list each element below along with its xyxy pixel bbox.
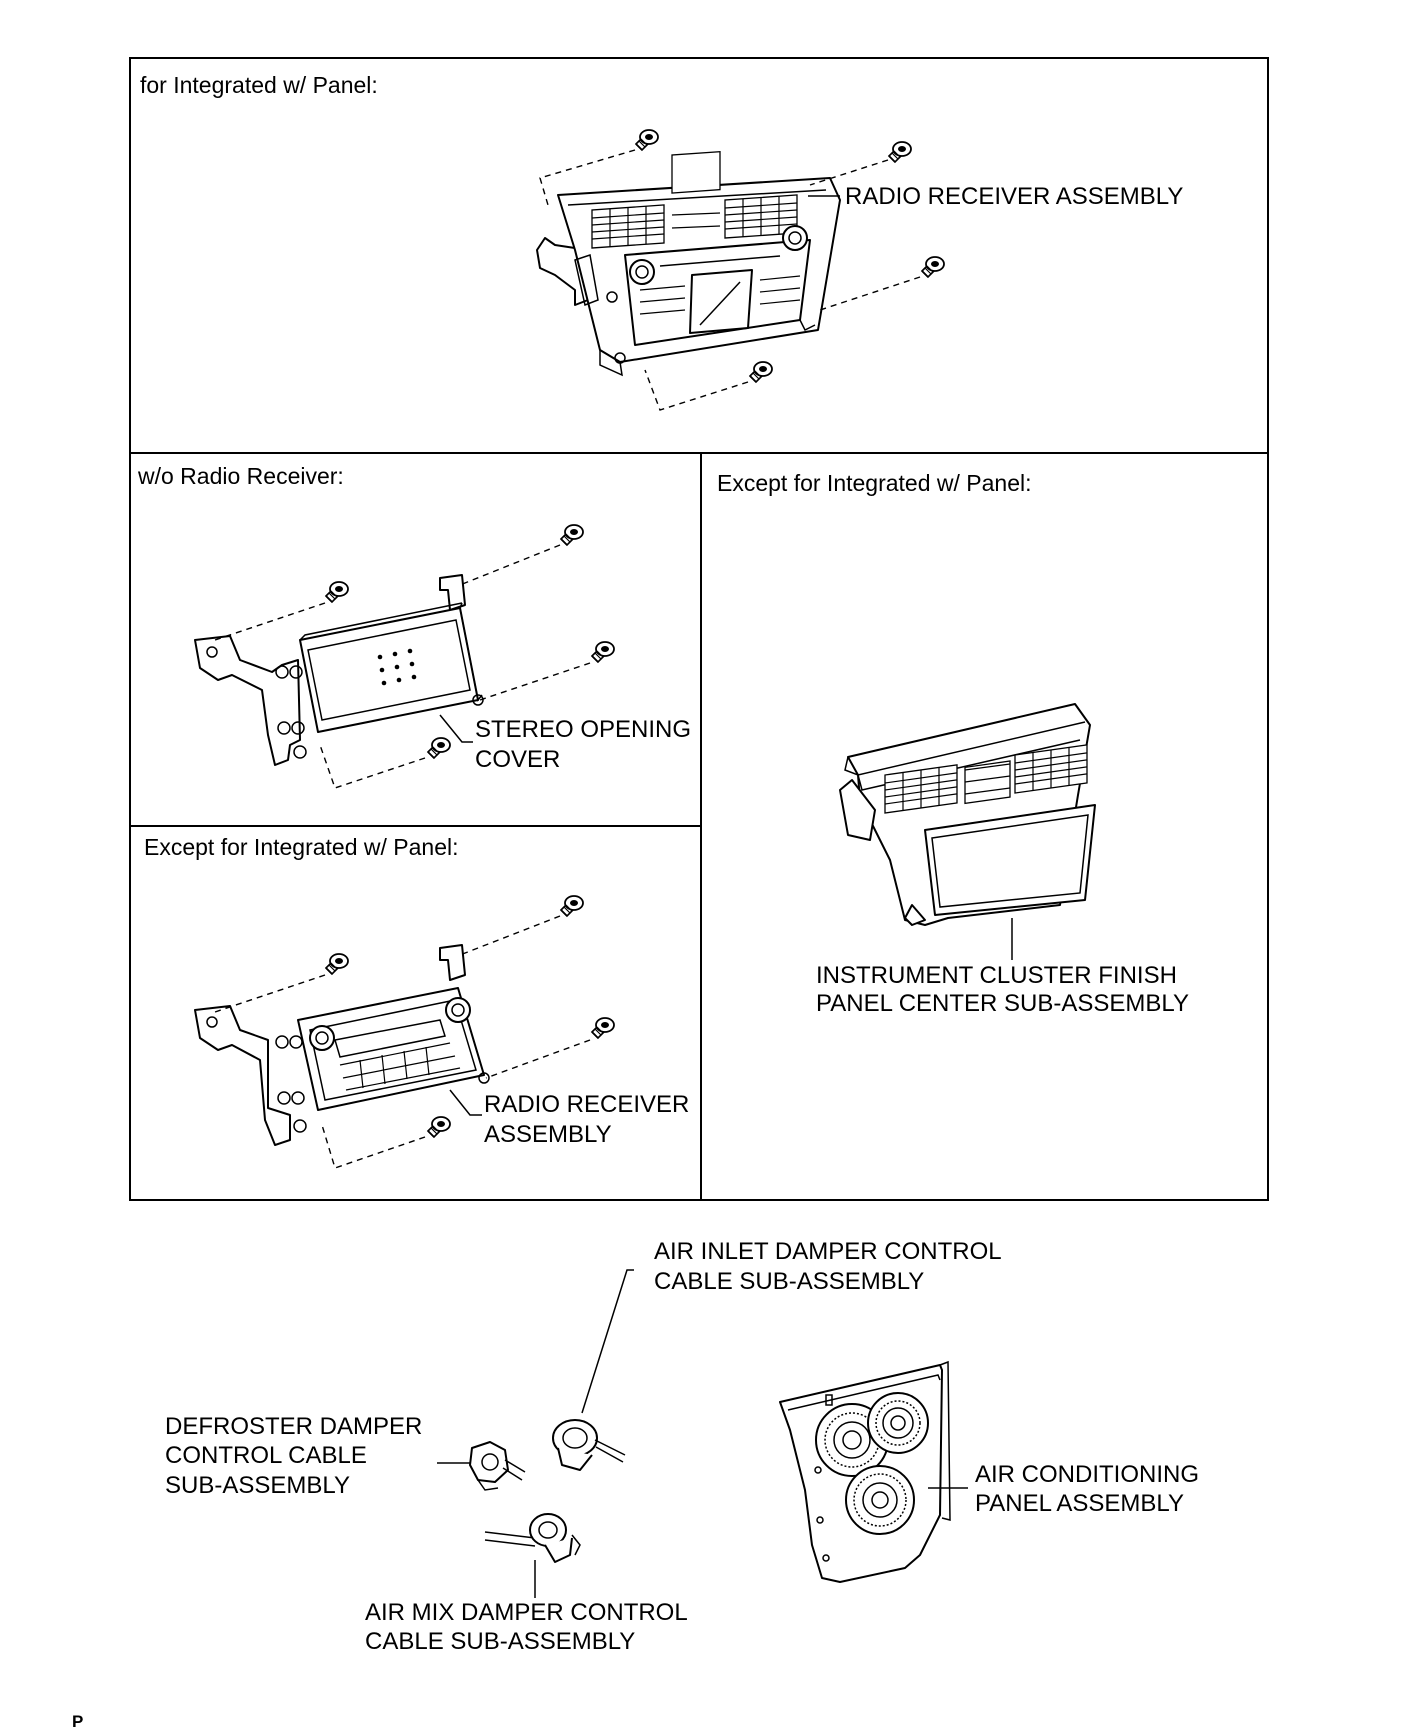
air-inlet-damper-cable: [552, 1419, 626, 1471]
radio-receiver-leader: [449, 1089, 482, 1116]
defroster-label-line1: DEFROSTER DAMPER: [165, 1413, 422, 1440]
defroster-damper-cable: [469, 1441, 526, 1491]
stereo-opening-cover: [194, 524, 615, 789]
top-callout-label: RADIO RECEIVER ASSEMBLY: [845, 183, 1183, 210]
air-mix-label-line2: CABLE SUB-ASSEMBLY: [365, 1628, 635, 1655]
top-panel-header: for Integrated w/ Panel:: [140, 72, 378, 98]
finish-panel-label-line1: INSTRUMENT CLUSTER FINISH: [816, 962, 1177, 989]
radio-receiver-label-line1: RADIO RECEIVER: [484, 1091, 689, 1118]
air-conditioning-panel: [779, 1360, 951, 1583]
radio-receiver-assembly: [194, 895, 615, 1169]
stereo-cover-label-line1: STEREO OPENING: [475, 716, 691, 743]
integrated-radio-receiver-assembly: [536, 129, 945, 411]
page-footer-mark: P: [72, 1712, 83, 1731]
air-inlet-label-line2: CABLE SUB-ASSEMBLY: [654, 1268, 924, 1295]
instrument-cluster-finish-panel: [839, 703, 1096, 926]
wo-radio-panel-header: w/o Radio Receiver:: [137, 463, 344, 489]
defroster-label-line3: SUB-ASSEMBLY: [165, 1472, 350, 1499]
air-mix-damper-cable: [484, 1513, 581, 1563]
radio-receiver-label-line2: ASSEMBLY: [484, 1121, 612, 1148]
air-mix-label-line1: AIR MIX DAMPER CONTROL: [365, 1599, 688, 1626]
except-right-panel-header: Except for Integrated w/ Panel:: [717, 470, 1032, 496]
air-inlet-leader: [581, 1269, 634, 1414]
ac-panel-label-line2: PANEL ASSEMBLY: [975, 1490, 1184, 1517]
air-inlet-label-line1: AIR INLET DAMPER CONTROL: [654, 1238, 1002, 1265]
except-left-panel-header: Except for Integrated w/ Panel:: [144, 834, 459, 860]
stereo-cover-leader: [439, 714, 473, 743]
panel-frames: [129, 57, 1269, 1201]
stereo-cover-label-line2: COVER: [475, 746, 560, 773]
finish-panel-label-line2: PANEL CENTER SUB-ASSEMBLY: [816, 990, 1189, 1017]
defroster-label-line2: CONTROL CABLE: [165, 1442, 367, 1469]
ac-panel-label-line1: AIR CONDITIONING: [975, 1461, 1199, 1488]
